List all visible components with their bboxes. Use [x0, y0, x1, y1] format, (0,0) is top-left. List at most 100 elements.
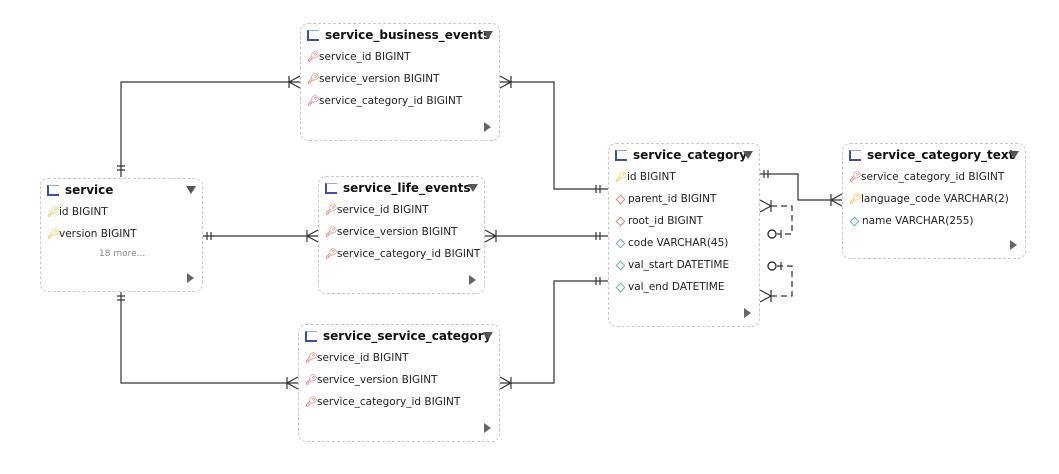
- entity-title: service_business_events: [325, 28, 491, 42]
- dropdown-arrow-icon[interactable]: [1009, 151, 1019, 159]
- crowfoot-icon: [305, 229, 319, 243]
- column-label: service_version BIGINT: [317, 374, 438, 386]
- column-label: val_end DATETIME: [628, 281, 725, 293]
- entity-header[interactable]: service_business_events: [301, 24, 499, 46]
- crowfoot-icon: [759, 289, 773, 303]
- crowfoot-icon: [759, 199, 773, 213]
- pk-key-icon: 🔑︎: [615, 171, 628, 183]
- expand-arrow-icon[interactable]: [484, 423, 491, 433]
- column-label: service_version BIGINT: [337, 226, 458, 238]
- self-relation-root: [771, 265, 793, 297]
- table-icon: [325, 182, 337, 194]
- one-mark-icon: [595, 232, 601, 240]
- dropdown-arrow-icon[interactable]: [483, 332, 493, 340]
- column-row[interactable]: 🔑︎id BIGINT: [41, 201, 202, 223]
- column-row[interactable]: 🔑︎version BIGINT: [41, 223, 202, 245]
- fk-attribute-icon: [615, 194, 626, 204]
- expand-arrow-icon[interactable]: [469, 275, 476, 285]
- entity-title: service_category: [633, 148, 748, 162]
- column-row[interactable]: parent_id BIGINT: [609, 188, 759, 210]
- column-row[interactable]: code VARCHAR(45): [609, 232, 759, 254]
- entity-title: service_service_category: [323, 329, 492, 343]
- dropdown-arrow-icon[interactable]: [186, 186, 196, 194]
- entity-service-life-events[interactable]: service_life_events 🔑︎service_id BIGINT …: [318, 176, 485, 294]
- column-label: parent_id BIGINT: [628, 193, 717, 205]
- column-row[interactable]: root_id BIGINT: [609, 210, 759, 232]
- entity-header[interactable]: service: [41, 179, 202, 201]
- one-mark-icon: [117, 295, 125, 301]
- entity-title: service_life_events: [343, 181, 471, 195]
- pk-key-icon: 🔑︎: [849, 193, 862, 205]
- column-label: root_id BIGINT: [628, 215, 704, 227]
- expand-arrow-icon[interactable]: [484, 122, 491, 132]
- column-row[interactable]: 🔑︎service_category_id BIGINT: [843, 166, 1025, 188]
- crowfoot-icon: [499, 376, 513, 390]
- entity-service-category-text[interactable]: service_category_text 🔑︎service_category…: [842, 143, 1026, 259]
- fk-key-icon: 🔑︎: [305, 396, 318, 408]
- expand-arrow-icon[interactable]: [1010, 240, 1017, 250]
- column-row[interactable]: val_start DATETIME: [609, 254, 759, 276]
- dropdown-arrow-icon[interactable]: [468, 184, 478, 192]
- entity-service-service-category[interactable]: service_service_category 🔑︎service_id BI…: [298, 324, 500, 442]
- fk-key-icon: 🔑︎: [305, 352, 318, 364]
- table-icon: [47, 184, 59, 196]
- table-icon: [305, 330, 317, 342]
- entity-service-category[interactable]: service_category 🔑︎id BIGINT parent_id B…: [608, 143, 760, 327]
- attribute-icon: [615, 238, 626, 248]
- crowfoot-icon: [499, 75, 513, 89]
- fk-key-icon: 🔑︎: [307, 51, 320, 63]
- column-row[interactable]: 🔑︎service_id BIGINT: [301, 46, 499, 68]
- fk-key-icon: 🔑︎: [307, 95, 320, 107]
- column-label: service_version BIGINT: [319, 73, 440, 85]
- entity-service[interactable]: service 🔑︎id BIGINT 🔑︎version BIGINT 18 …: [40, 178, 203, 292]
- optional-circle-icon: [767, 229, 777, 239]
- dropdown-arrow-icon[interactable]: [483, 31, 493, 39]
- column-label: service_id BIGINT: [319, 51, 411, 63]
- column-label: service_category_id BIGINT: [337, 248, 481, 260]
- column-label: name VARCHAR(255): [862, 215, 974, 227]
- column-row[interactable]: 🔑︎service_id BIGINT: [299, 347, 499, 369]
- column-row[interactable]: 🔑︎service_version BIGINT: [301, 68, 499, 90]
- column-row[interactable]: 🔑︎id BIGINT: [609, 166, 759, 188]
- column-row[interactable]: 🔑︎service_version BIGINT: [299, 369, 499, 391]
- column-row[interactable]: 🔑︎service_category_id BIGINT: [301, 90, 499, 112]
- fk-key-icon: 🔑︎: [325, 204, 338, 216]
- column-row[interactable]: name VARCHAR(255): [843, 210, 1025, 232]
- column-row[interactable]: 🔑︎service_category_id BIGINT: [319, 243, 484, 265]
- attribute-icon: [849, 216, 860, 226]
- fk-attribute-icon: [615, 216, 626, 226]
- column-label: code VARCHAR(45): [628, 237, 729, 249]
- entity-header[interactable]: service_category_text: [843, 144, 1025, 166]
- column-row[interactable]: 🔑︎service_version BIGINT: [319, 221, 484, 243]
- column-label: service_category_id BIGINT: [861, 171, 1005, 183]
- entity-header[interactable]: service_life_events: [319, 177, 484, 199]
- column-row[interactable]: val_end DATETIME: [609, 276, 759, 298]
- table-icon: [615, 149, 627, 161]
- relation-service-category-link: [500, 280, 608, 384]
- entity-header[interactable]: service_category: [609, 144, 759, 166]
- relation-service-service-category: [120, 292, 298, 384]
- column-label: service_category_id BIGINT: [319, 95, 463, 107]
- fk-key-icon: 🔑︎: [305, 374, 318, 386]
- crowfoot-icon: [829, 193, 843, 207]
- entity-header[interactable]: service_service_category: [299, 325, 499, 347]
- expand-arrow-icon[interactable]: [187, 273, 194, 283]
- attribute-icon: [615, 260, 626, 270]
- one-mark-icon: [117, 165, 125, 171]
- column-label: service_id BIGINT: [317, 352, 409, 364]
- crowfoot-icon: [285, 376, 299, 390]
- column-row[interactable]: 🔑︎service_id BIGINT: [319, 199, 484, 221]
- optional-circle-icon: [767, 261, 777, 271]
- one-mark-icon: [595, 185, 601, 193]
- fk-key-icon: 🔑︎: [849, 171, 862, 183]
- entity-service-business-events[interactable]: service_business_events 🔑︎service_id BIG…: [300, 23, 500, 141]
- dropdown-arrow-icon[interactable]: [743, 151, 753, 159]
- more-columns-label[interactable]: 18 more...: [99, 249, 146, 259]
- column-row[interactable]: 🔑︎service_category_id BIGINT: [299, 391, 499, 413]
- expand-arrow-icon[interactable]: [744, 308, 751, 318]
- column-row[interactable]: 🔑︎language_code VARCHAR(2): [843, 188, 1025, 210]
- pk-key-icon: 🔑︎: [47, 228, 60, 240]
- attribute-icon: [615, 282, 626, 292]
- column-label: version BIGINT: [59, 228, 137, 240]
